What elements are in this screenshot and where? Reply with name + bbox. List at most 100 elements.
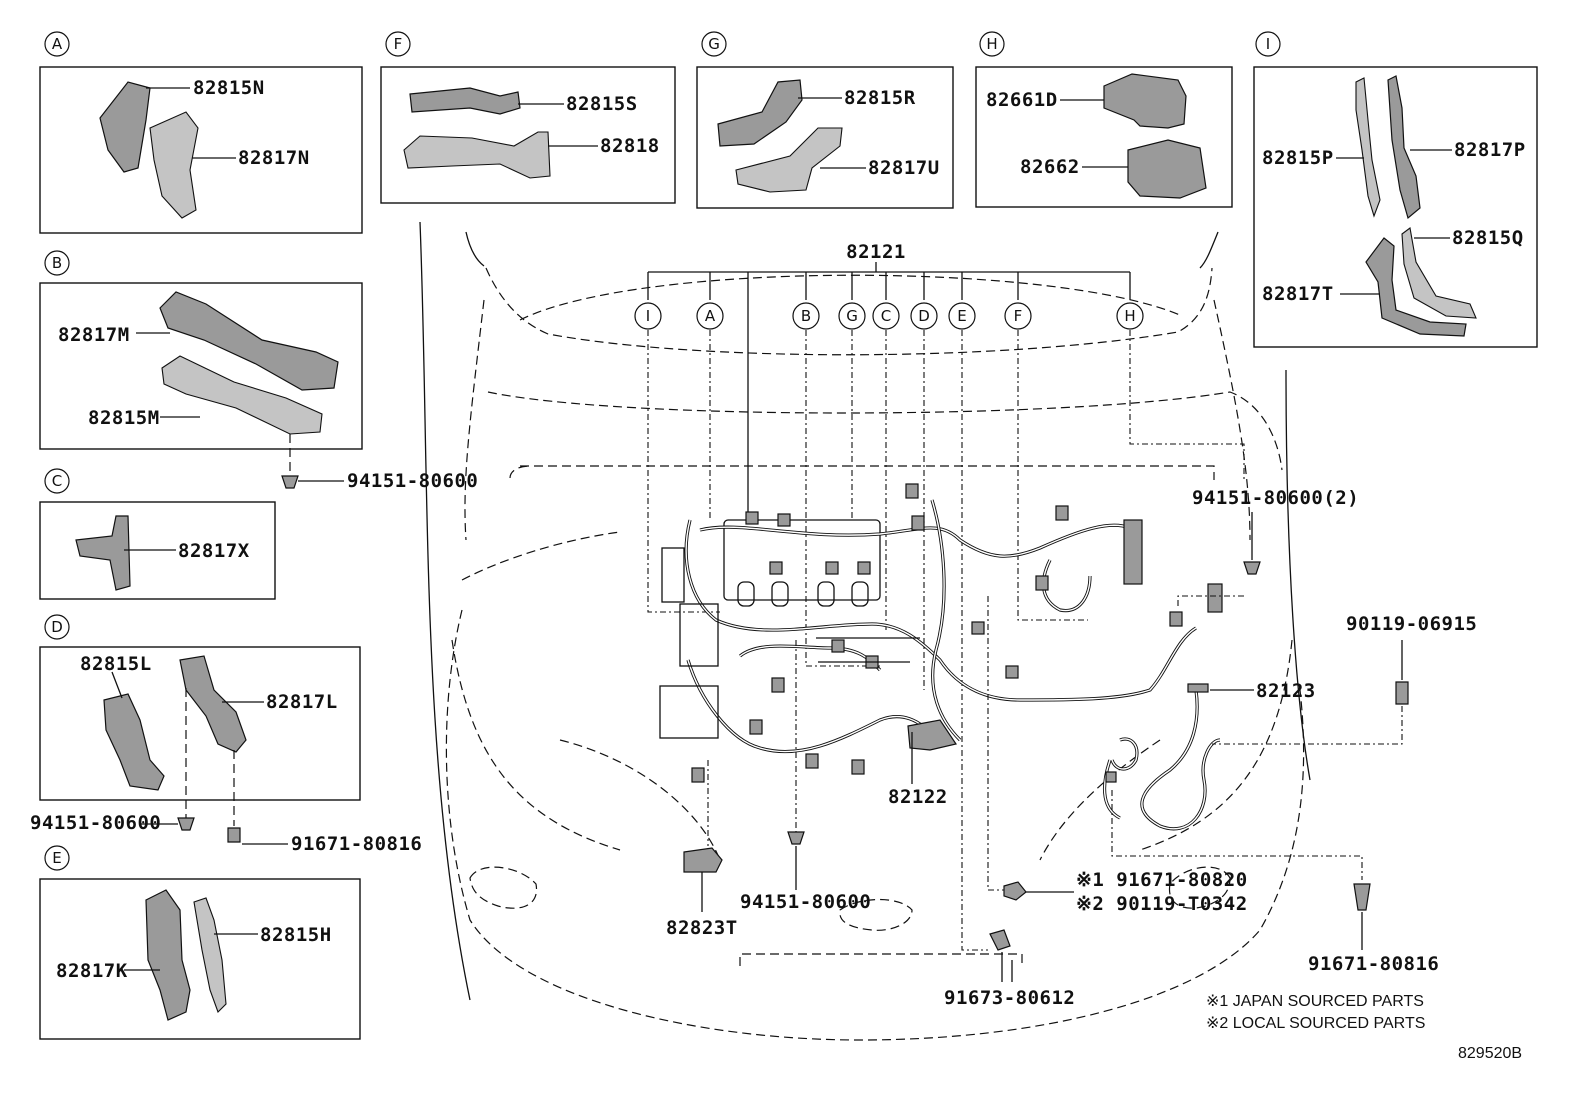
panel-f-protector-part [403, 131, 551, 179]
part-label-82817n[interactable]: 82817N [238, 147, 310, 169]
part-label-bolt-d[interactable]: 91671-80816 [291, 833, 422, 855]
harness-ref-bar [647, 262, 1131, 520]
ref-marker-i[interactable]: I [646, 307, 650, 325]
clamp-icon [1243, 561, 1261, 575]
harness-ref-markers: I A B G C D E F H [634, 302, 1144, 330]
panel-c-letter: C [52, 472, 62, 490]
panel-i-cover-lower-part [1401, 227, 1477, 319]
part-label-82817m[interactable]: 82817M [58, 324, 130, 346]
part-label-bolt-bottom-right[interactable]: 91671-80816 [1308, 953, 1439, 975]
ref-marker-g[interactable]: G [846, 307, 858, 325]
part-label-82815q[interactable]: 82815Q [1452, 227, 1524, 249]
ref-marker-f[interactable]: F [1014, 307, 1023, 325]
part-label-82661d[interactable]: 82661D [986, 89, 1058, 111]
bolt-icon [1353, 883, 1371, 911]
ref-marker-b[interactable]: B [801, 307, 811, 325]
panel-d-frame [39, 646, 361, 801]
panel-a[interactable]: A 82815N 82817N [39, 31, 363, 234]
harness-ref-leaders [647, 330, 1245, 951]
panel-i-protector-part [1387, 75, 1421, 220]
clamp-icon [787, 831, 805, 845]
panel-c-frame [39, 501, 276, 600]
ref-marker-a[interactable]: A [705, 307, 716, 325]
panel-c[interactable]: C 82817X [39, 468, 276, 600]
panel-g-protector-part [735, 127, 843, 193]
panel-d[interactable]: D 82815L 82817L [39, 614, 361, 801]
panel-h-relay-block [1103, 73, 1187, 129]
part-label-82121[interactable]: 82121 [846, 241, 906, 263]
panel-e[interactable]: E 82815H 82817K [39, 845, 361, 1040]
part-label-82123[interactable]: 82123 [1256, 680, 1316, 702]
bolt-icon [1395, 681, 1409, 705]
part-label-clamp-d[interactable]: 94151-80600 [30, 812, 161, 834]
part-label-82817x[interactable]: 82817X [178, 540, 250, 562]
panel-c-bracket-part [75, 515, 131, 591]
part-label-82815r[interactable]: 82815R [844, 87, 916, 109]
part-label-82815l[interactable]: 82815L [80, 653, 152, 675]
panel-f-frame [380, 66, 676, 204]
part-label-82122[interactable]: 82122 [888, 786, 948, 808]
panel-i[interactable]: I 82815P 82817P 82815Q 82817T [1253, 31, 1538, 348]
part-label-82817u[interactable]: 82817U [868, 157, 940, 179]
part-label-clamp-right[interactable]: 94151-80600(2) [1192, 487, 1359, 509]
panel-e-cover-part [145, 889, 191, 1021]
front-harness-82123[interactable] [1102, 683, 1254, 831]
coil-pack-row [737, 581, 869, 607]
bolt-icon [1003, 881, 1027, 901]
panel-b-frame [39, 282, 363, 450]
panel-a-protector-part [149, 111, 199, 219]
part-label-82817t[interactable]: 82817T [1262, 283, 1334, 305]
panel-i-frame [1253, 66, 1538, 348]
part-label-82815p[interactable]: 82815P [1262, 147, 1334, 169]
panel-d-letter: D [51, 618, 63, 636]
ref-marker-d[interactable]: D [918, 307, 930, 325]
part-label-clamp-center[interactable]: 94151-80600 [740, 891, 871, 913]
part-label-82815n[interactable]: 82815N [193, 77, 265, 99]
part-label-bolt-right[interactable]: 90119-06915 [1346, 613, 1477, 635]
panel-e-letter: E [52, 849, 61, 867]
panel-i-protector-lower-part [1365, 237, 1467, 337]
part-label-82815h[interactable]: 82815H [260, 924, 332, 946]
part-label-82815m[interactable]: 82815M [88, 407, 160, 429]
panel-a-letter: A [52, 35, 63, 53]
vehicle-outline [419, 221, 1311, 1041]
panel-a-marker [44, 31, 70, 57]
panel-e-protector-part [193, 897, 227, 1013]
part-label-bolt-jp[interactable]: ※1 91671-80820 [1076, 869, 1248, 891]
ref-marker-e[interactable]: E [957, 307, 966, 325]
panel-g-cover-part [717, 79, 803, 147]
panel-b[interactable]: B 82817M 82815M [39, 250, 363, 450]
clamp-icon [281, 475, 299, 489]
footnote-japan-sourced: ※1 JAPAN SOURCED PARTS [1206, 993, 1424, 1010]
panel-i-letter: I [1266, 35, 1270, 53]
part-label-82818[interactable]: 82818 [600, 135, 660, 157]
panel-a-frame [39, 66, 363, 234]
part-label-bolt-bottom[interactable]: 91673-80612 [944, 987, 1075, 1009]
diagram-id: 829520B [1458, 1045, 1522, 1062]
panel-g-frame [696, 66, 954, 209]
panel-h-letter: H [986, 35, 997, 53]
protector-82823t-part [683, 847, 723, 873]
part-label-82817p[interactable]: 82817P [1454, 139, 1526, 161]
panel-i-cover-part [1355, 77, 1381, 218]
part-label-bolt-local[interactable]: ※2 90119-T0342 [1076, 893, 1248, 915]
panel-g-letter: G [708, 35, 720, 53]
ref-marker-h[interactable]: H [1124, 307, 1135, 325]
part-label-82662[interactable]: 82662 [1020, 156, 1080, 178]
panel-h-frame [975, 66, 1233, 208]
panel-f[interactable]: F 82815S 82818 [380, 31, 676, 204]
part-label-82817k[interactable]: 82817K [56, 960, 128, 982]
bolt-icon [989, 929, 1011, 951]
panel-b-protector-part [161, 355, 323, 435]
part-label-82815s[interactable]: 82815S [566, 93, 638, 115]
ref-marker-c[interactable]: C [881, 307, 891, 325]
engine-harness[interactable] [659, 483, 1223, 783]
panel-g[interactable]: G 82815R 82817U [696, 31, 954, 209]
panel-h[interactable]: H 82661D 82662 [975, 31, 1233, 208]
part-label-82823t[interactable]: 82823T [666, 917, 738, 939]
footnote-local-sourced: ※2 LOCAL SOURCED PARTS [1206, 1015, 1425, 1032]
part-label-82817l[interactable]: 82817L [266, 691, 338, 713]
part-label-clamp-b[interactable]: 94151-80600 [347, 470, 478, 492]
